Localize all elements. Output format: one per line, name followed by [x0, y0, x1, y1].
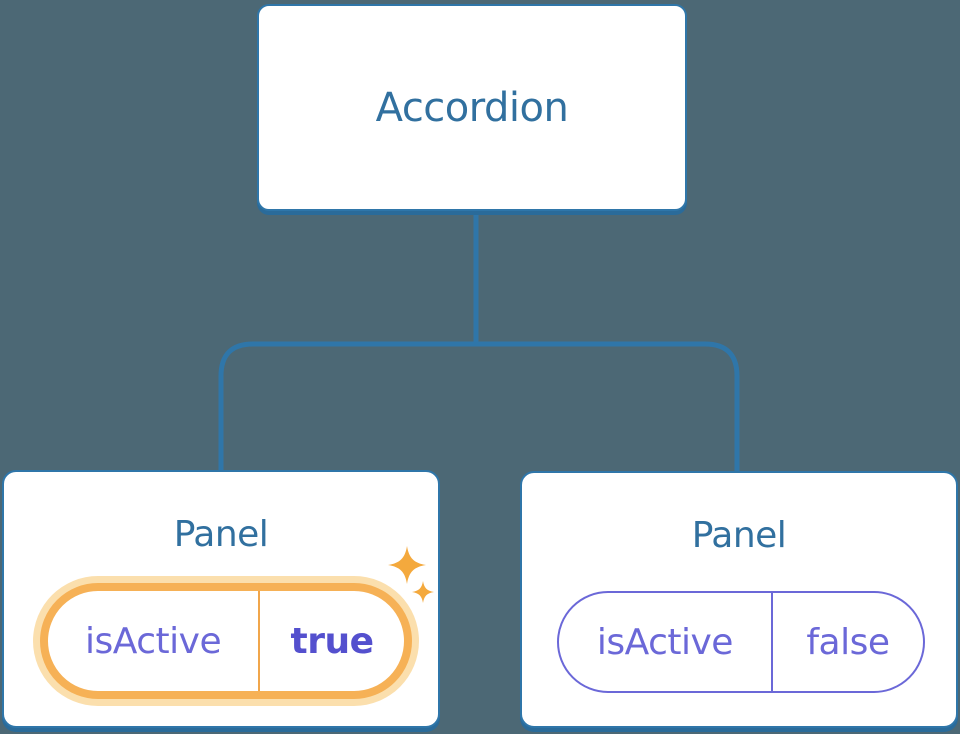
connector-bracket [218, 341, 740, 473]
state-value-label: true [290, 620, 375, 662]
sparkle-icon [388, 546, 426, 584]
pill-divider [770, 593, 773, 691]
panel-node-active: Panel isActive true [2, 470, 440, 728]
sparkle-icon [412, 581, 434, 603]
state-name-label: isActive [84, 620, 222, 662]
panel-node-label: Panel [691, 515, 787, 556]
panel-node-label: Panel [173, 514, 269, 555]
state-pill-active: isActive true [40, 583, 412, 699]
state-name-label: isActive [596, 621, 734, 663]
pill-divider [258, 591, 261, 691]
accordion-node-label: Accordion [375, 84, 569, 131]
state-pill-inactive: isActive false [557, 591, 925, 693]
accordion-node: Accordion [257, 4, 687, 211]
state-value-label: false [806, 621, 890, 663]
panel-node-inactive: Panel isActive false [520, 471, 958, 728]
